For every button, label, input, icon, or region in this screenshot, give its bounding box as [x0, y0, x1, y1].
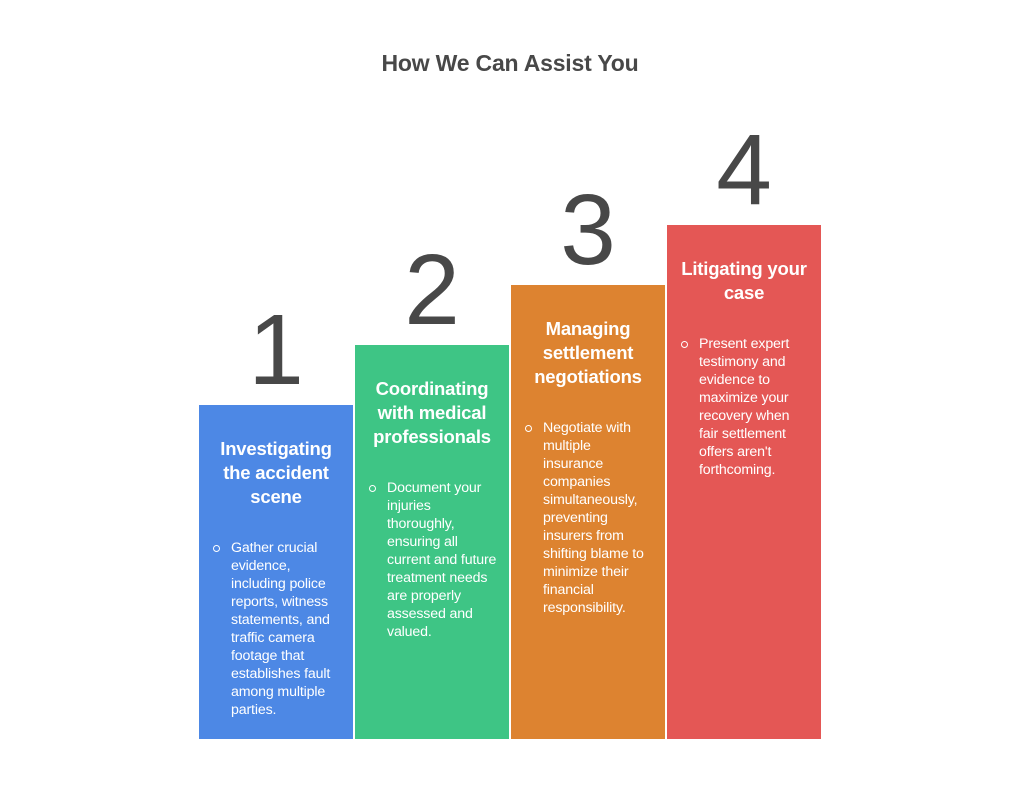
step-description: Present expert testimony and evidence to…: [699, 336, 790, 478]
hollow-circle-bullet-icon: [525, 425, 532, 432]
hollow-circle-bullet-icon: [213, 545, 220, 552]
step-number-2: 2: [404, 234, 460, 346]
step-heading: Managing settlement negotiations: [534, 318, 642, 387]
bullet-item: Document your injuries thoroughly, ensur…: [367, 479, 497, 641]
step-column-1: Investigating the accident scene Gather …: [199, 405, 353, 739]
step-column-3: Managing settlement negotiations Negotia…: [511, 285, 665, 739]
step-number-1: 1: [248, 294, 304, 406]
step-description: Negotiate with multiple insurance compan…: [543, 420, 644, 616]
step-number-3: 3: [560, 174, 616, 286]
step-number-4: 4: [716, 114, 772, 226]
bullet-item: Present expert testimony and evidence to…: [679, 335, 809, 479]
bullet-item: Gather crucial evidence, including polic…: [211, 539, 341, 719]
step-heading: Coordinating with medical professionals: [373, 378, 491, 447]
hollow-circle-bullet-icon: [369, 485, 376, 492]
diagram-title: How We Can Assist You: [381, 50, 639, 76]
step-description: Document your injuries thoroughly, ensur…: [387, 480, 497, 640]
step-column-2: Coordinating with medical professionals …: [355, 345, 509, 739]
hollow-circle-bullet-icon: [681, 341, 688, 348]
step-heading: Litigating your case: [681, 258, 807, 303]
step-description: Gather crucial evidence, including polic…: [231, 540, 331, 718]
bullet-item: Negotiate with multiple insurance compan…: [523, 419, 653, 617]
step-column-4: Litigating your case Present expert test…: [667, 225, 821, 739]
step-heading: Investigating the accident scene: [220, 438, 332, 507]
